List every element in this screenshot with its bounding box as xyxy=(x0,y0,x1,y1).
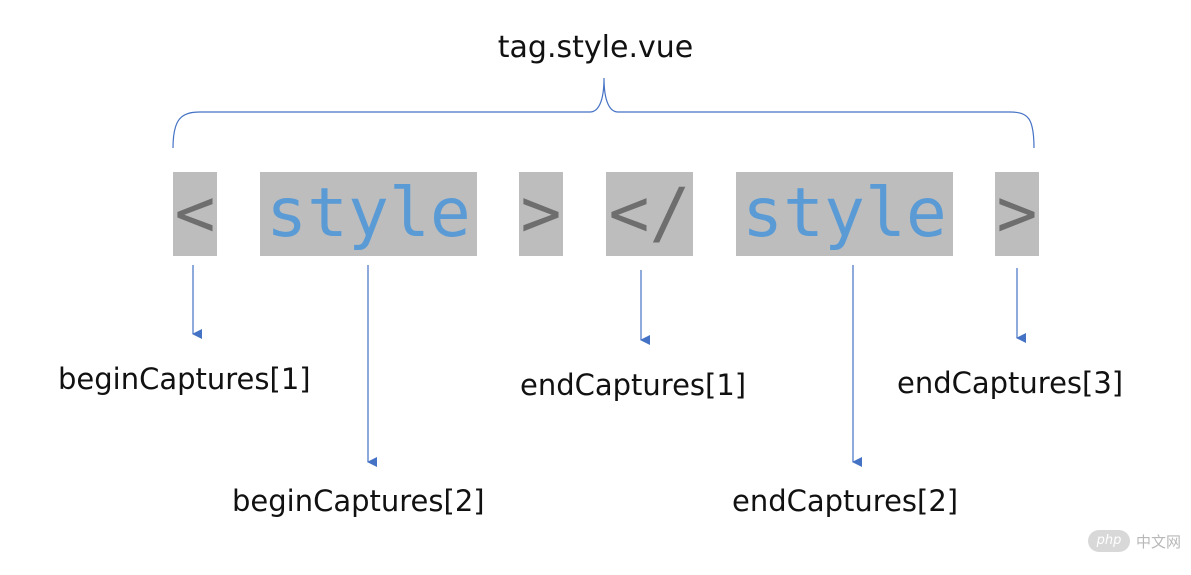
token-close-angle-end: > xyxy=(995,172,1039,256)
label-begin-captures-2: beginCaptures[2] xyxy=(232,484,485,518)
watermark: php 中文网 xyxy=(1088,530,1181,552)
token-style-end: style xyxy=(736,172,953,256)
watermark-logo: php xyxy=(1088,530,1130,552)
diagram-title: tag.style.vue xyxy=(497,30,694,65)
token-style-begin: style xyxy=(260,172,477,256)
token-open-angle: < xyxy=(173,172,217,256)
token-close-angle-begin: > xyxy=(519,172,563,256)
label-end-captures-1: endCaptures[1] xyxy=(520,368,747,402)
token-open-end-tag: </ xyxy=(606,172,693,256)
label-end-captures-3: endCaptures[3] xyxy=(897,366,1124,400)
watermark-text: 中文网 xyxy=(1136,532,1182,551)
label-begin-captures-1: beginCaptures[1] xyxy=(58,362,311,396)
label-end-captures-2: endCaptures[2] xyxy=(732,484,959,518)
top-brace xyxy=(172,77,1035,149)
